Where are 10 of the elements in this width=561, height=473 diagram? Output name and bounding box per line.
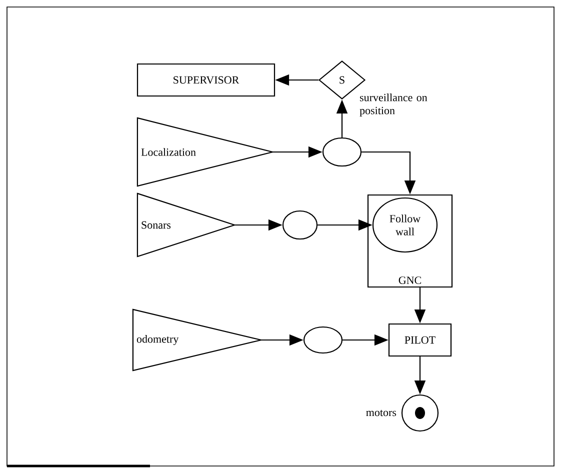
input-triangle: odometry bbox=[132, 308, 264, 372]
input-triangle: Sonars bbox=[136, 192, 236, 258]
input-triangle: Localization bbox=[136, 117, 275, 187]
node-label: motors bbox=[366, 410, 396, 416]
node-label: surveillance on position bbox=[360, 94, 428, 117]
state-ellipse bbox=[322, 137, 362, 167]
supervisor-box: SUPERVISOR bbox=[136, 63, 276, 97]
pilot-box: PILOT bbox=[388, 323, 452, 357]
state-ellipse bbox=[282, 210, 318, 240]
state-ellipse bbox=[303, 326, 343, 354]
